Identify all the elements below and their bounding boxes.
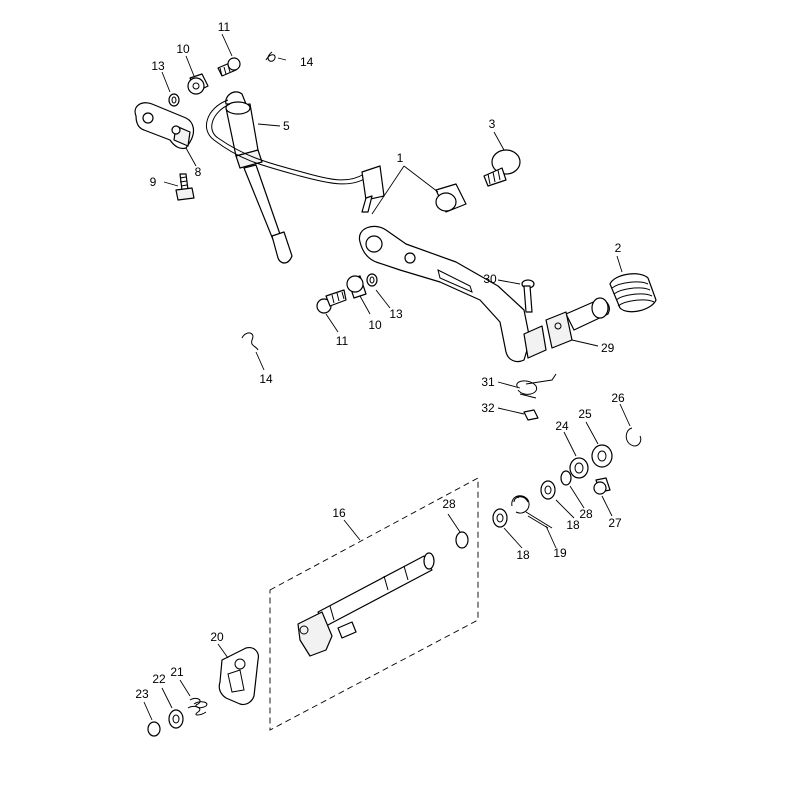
- part-22-washer: [168, 709, 184, 729]
- part-5-brake-cylinder: [205, 91, 385, 264]
- part-13-washer-mid: [366, 273, 378, 287]
- callout-31: 31: [481, 375, 495, 389]
- callout-1: 1: [397, 151, 404, 165]
- part-10-bush-mid: [346, 275, 367, 299]
- part-26-circlip: [625, 427, 642, 447]
- callout-21: 21: [170, 665, 184, 679]
- callout-28-left: 28: [442, 497, 456, 511]
- part-16-group-outline: [269, 477, 479, 731]
- callout-8: 8: [195, 165, 202, 179]
- part-30-pin: [521, 279, 535, 313]
- callout-20: 20: [210, 630, 224, 644]
- callout-18-lower: 18: [516, 548, 530, 562]
- part-14-clip-top: [265, 51, 276, 62]
- part-28-ring-right: [560, 470, 572, 486]
- callout-13-mid: 13: [389, 307, 403, 321]
- part-2-footrest-rubber: [609, 273, 657, 313]
- callout-22: 22: [152, 672, 166, 686]
- part-20-plate: [218, 647, 259, 706]
- callout-13-top: 13: [151, 59, 165, 73]
- callout-2: 2: [615, 241, 622, 255]
- callout-9: 9: [150, 175, 157, 189]
- part-13-washer-top: [168, 93, 180, 107]
- part-21-spring: [187, 697, 208, 716]
- part-27-stud: [593, 477, 611, 495]
- part-29-footpeg: [545, 297, 610, 349]
- callout-28-right: 28: [579, 507, 593, 521]
- callout-16: 16: [332, 506, 346, 520]
- part-24-washer: [569, 457, 589, 479]
- callout-3: 3: [489, 117, 496, 131]
- callout-11-top: 11: [218, 20, 231, 34]
- part-16-selector-shaft: [297, 552, 435, 657]
- callout-29: 29: [601, 341, 615, 355]
- part-3-pivot-bolt: [483, 149, 521, 187]
- part-18-washer-upper: [540, 480, 556, 500]
- callout-5: 5: [283, 119, 290, 133]
- callout-24: 24: [555, 419, 569, 433]
- part-25-washer: [591, 444, 613, 468]
- part-28-ring-left: [455, 531, 469, 549]
- callout-23: 23: [135, 687, 149, 701]
- callout-18-upper: 18: [566, 518, 580, 532]
- part-1-pivot-bush: [435, 183, 467, 213]
- part-23-circlip: [147, 721, 161, 737]
- part-19-torsion-spring: [511, 495, 553, 529]
- callout-labels: 11 10 13 14 5 8 9 1 3 2 30 10 13 11 14 2…: [135, 20, 625, 701]
- leader-lines: [143, 33, 631, 721]
- part-32-nut: [523, 409, 539, 421]
- part-11-bolt-mid: [316, 289, 347, 314]
- callout-19: 19: [553, 546, 567, 560]
- callout-30: 30: [483, 272, 497, 286]
- part-31-return-spring: [516, 373, 557, 399]
- callout-11-mid: 11: [336, 334, 349, 348]
- callout-14-top: 14: [300, 55, 314, 69]
- part-14-clip-mid: [241, 332, 259, 351]
- callout-27: 27: [608, 516, 622, 530]
- part-18-washer-lower: [492, 508, 508, 528]
- part-8-clevis-bracket: [134, 102, 195, 150]
- part-11-bolt-top: [217, 57, 241, 77]
- callout-26: 26: [611, 391, 625, 405]
- callout-14-mid: 14: [259, 372, 273, 386]
- part-1-brake-pedal: [358, 225, 547, 363]
- callout-10-mid: 10: [368, 318, 382, 332]
- part-9-bolt: [175, 173, 195, 201]
- part-10-bush-top: [187, 73, 209, 95]
- callout-10-top: 10: [176, 42, 190, 56]
- callout-25: 25: [578, 407, 592, 421]
- callout-32: 32: [481, 401, 495, 415]
